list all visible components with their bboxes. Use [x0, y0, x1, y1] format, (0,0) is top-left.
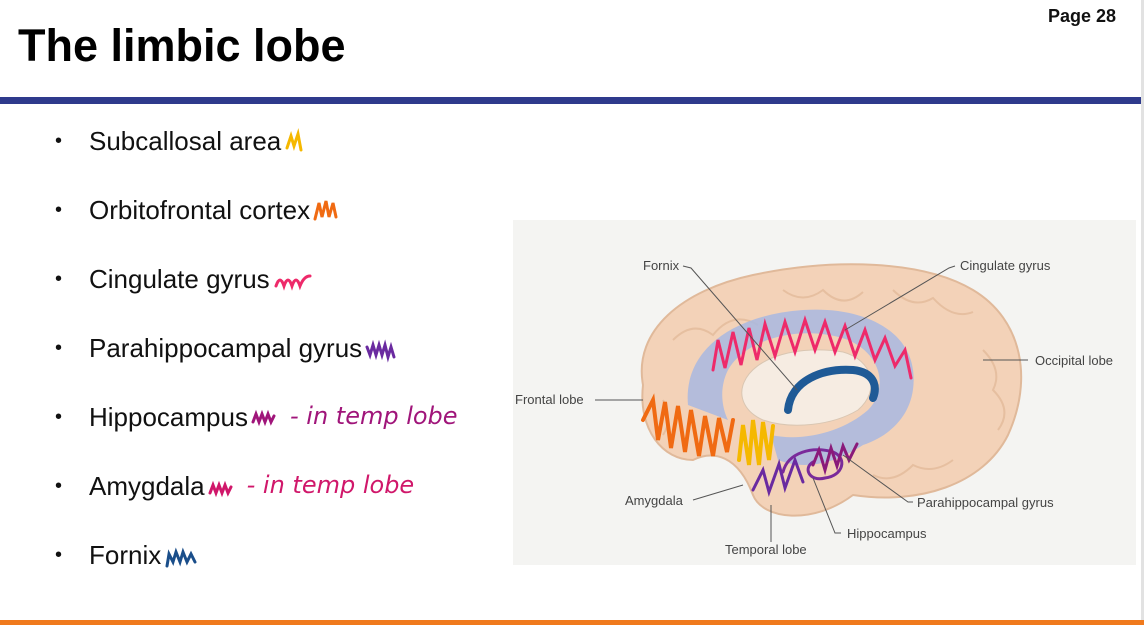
bullet-amygdala: • Amygdala - in temp lobe: [55, 471, 458, 540]
label-frontal-lobe: Frontal lobe: [515, 392, 584, 407]
bullet-text: Parahippocampal gyrus: [89, 333, 363, 363]
fornix-arch: [784, 365, 879, 414]
highlight-mark: [285, 128, 303, 152]
highlight-mark: [251, 409, 276, 427]
bullet-orbitofrontal-cortex: • Orbitofrontal cortex: [55, 195, 458, 264]
bullet-dot: •: [55, 268, 63, 290]
cingulate-scribble: [711, 315, 913, 380]
bullet-hippocampus: • Hippocampus - in temp lobe: [55, 402, 458, 471]
hippocampus-scribble: [781, 448, 844, 481]
label-amygdala: Amygdala: [625, 493, 684, 508]
page-number: Page 28: [1047, 6, 1116, 26]
bullet-fornix: • Fornix: [55, 540, 458, 609]
parahippocampal-scribble: [751, 455, 805, 497]
limbic-lobe-diagram: Fornix Cingulate gyrus Occipital lobe Fr…: [513, 220, 1136, 565]
bullet-text: Orbitofrontal cortex: [89, 195, 311, 225]
label-temporal-lobe: Temporal lobe: [725, 542, 807, 557]
title-divider: [0, 97, 1141, 104]
slide-title: The limbic lobe: [18, 20, 346, 71]
highlight-mark: [274, 274, 312, 291]
bullet-dot: •: [55, 337, 63, 359]
handwritten-note: - in temp lobe: [246, 471, 415, 499]
highlight-mark: [208, 480, 233, 498]
bullet-dot: •: [55, 475, 63, 497]
label-occipital-lobe: Occipital lobe: [1035, 353, 1113, 368]
highlight-mark: [365, 339, 396, 363]
bullet-list: • Subcallosal area • Orbitofrontal corte…: [55, 126, 458, 609]
label-parahippocampal-gyrus: Parahippocampal gyrus: [917, 495, 1054, 510]
bullet-text: Cingulate gyrus: [89, 264, 270, 294]
label-fornix: Fornix: [643, 258, 680, 273]
subcallosal-scribble: [737, 419, 775, 466]
brain-illustration: Fornix Cingulate gyrus Occipital lobe Fr…: [515, 258, 1113, 557]
highlight-mark: [313, 200, 338, 221]
bullet-cingulate-gyrus: • Cingulate gyrus: [55, 264, 458, 333]
handwritten-note: - in temp lobe: [289, 402, 458, 430]
bullet-subcallosal-area: • Subcallosal area: [55, 126, 458, 195]
bullet-dot: •: [55, 406, 63, 428]
label-cingulate-gyrus: Cingulate gyrus: [960, 258, 1051, 273]
bullet-text: Subcallosal area: [89, 126, 282, 156]
bullet-dot: •: [55, 544, 63, 566]
bullet-text: Amygdala: [89, 471, 205, 501]
bullet-parahippocampal-gyrus: • Parahippocampal gyrus: [55, 333, 458, 402]
highlight-mark: [165, 547, 197, 568]
bullet-text: Hippocampus: [89, 402, 248, 432]
bullet-text: Fornix: [89, 540, 162, 570]
label-hippocampus: Hippocampus: [847, 526, 927, 541]
orbitofrontal-scribble: [641, 393, 735, 457]
right-edge-border: [1141, 0, 1144, 625]
bullet-dot: •: [55, 130, 63, 152]
amygdala-scribble: [811, 441, 859, 476]
footer-divider: [0, 620, 1144, 625]
bullet-dot: •: [55, 199, 63, 221]
